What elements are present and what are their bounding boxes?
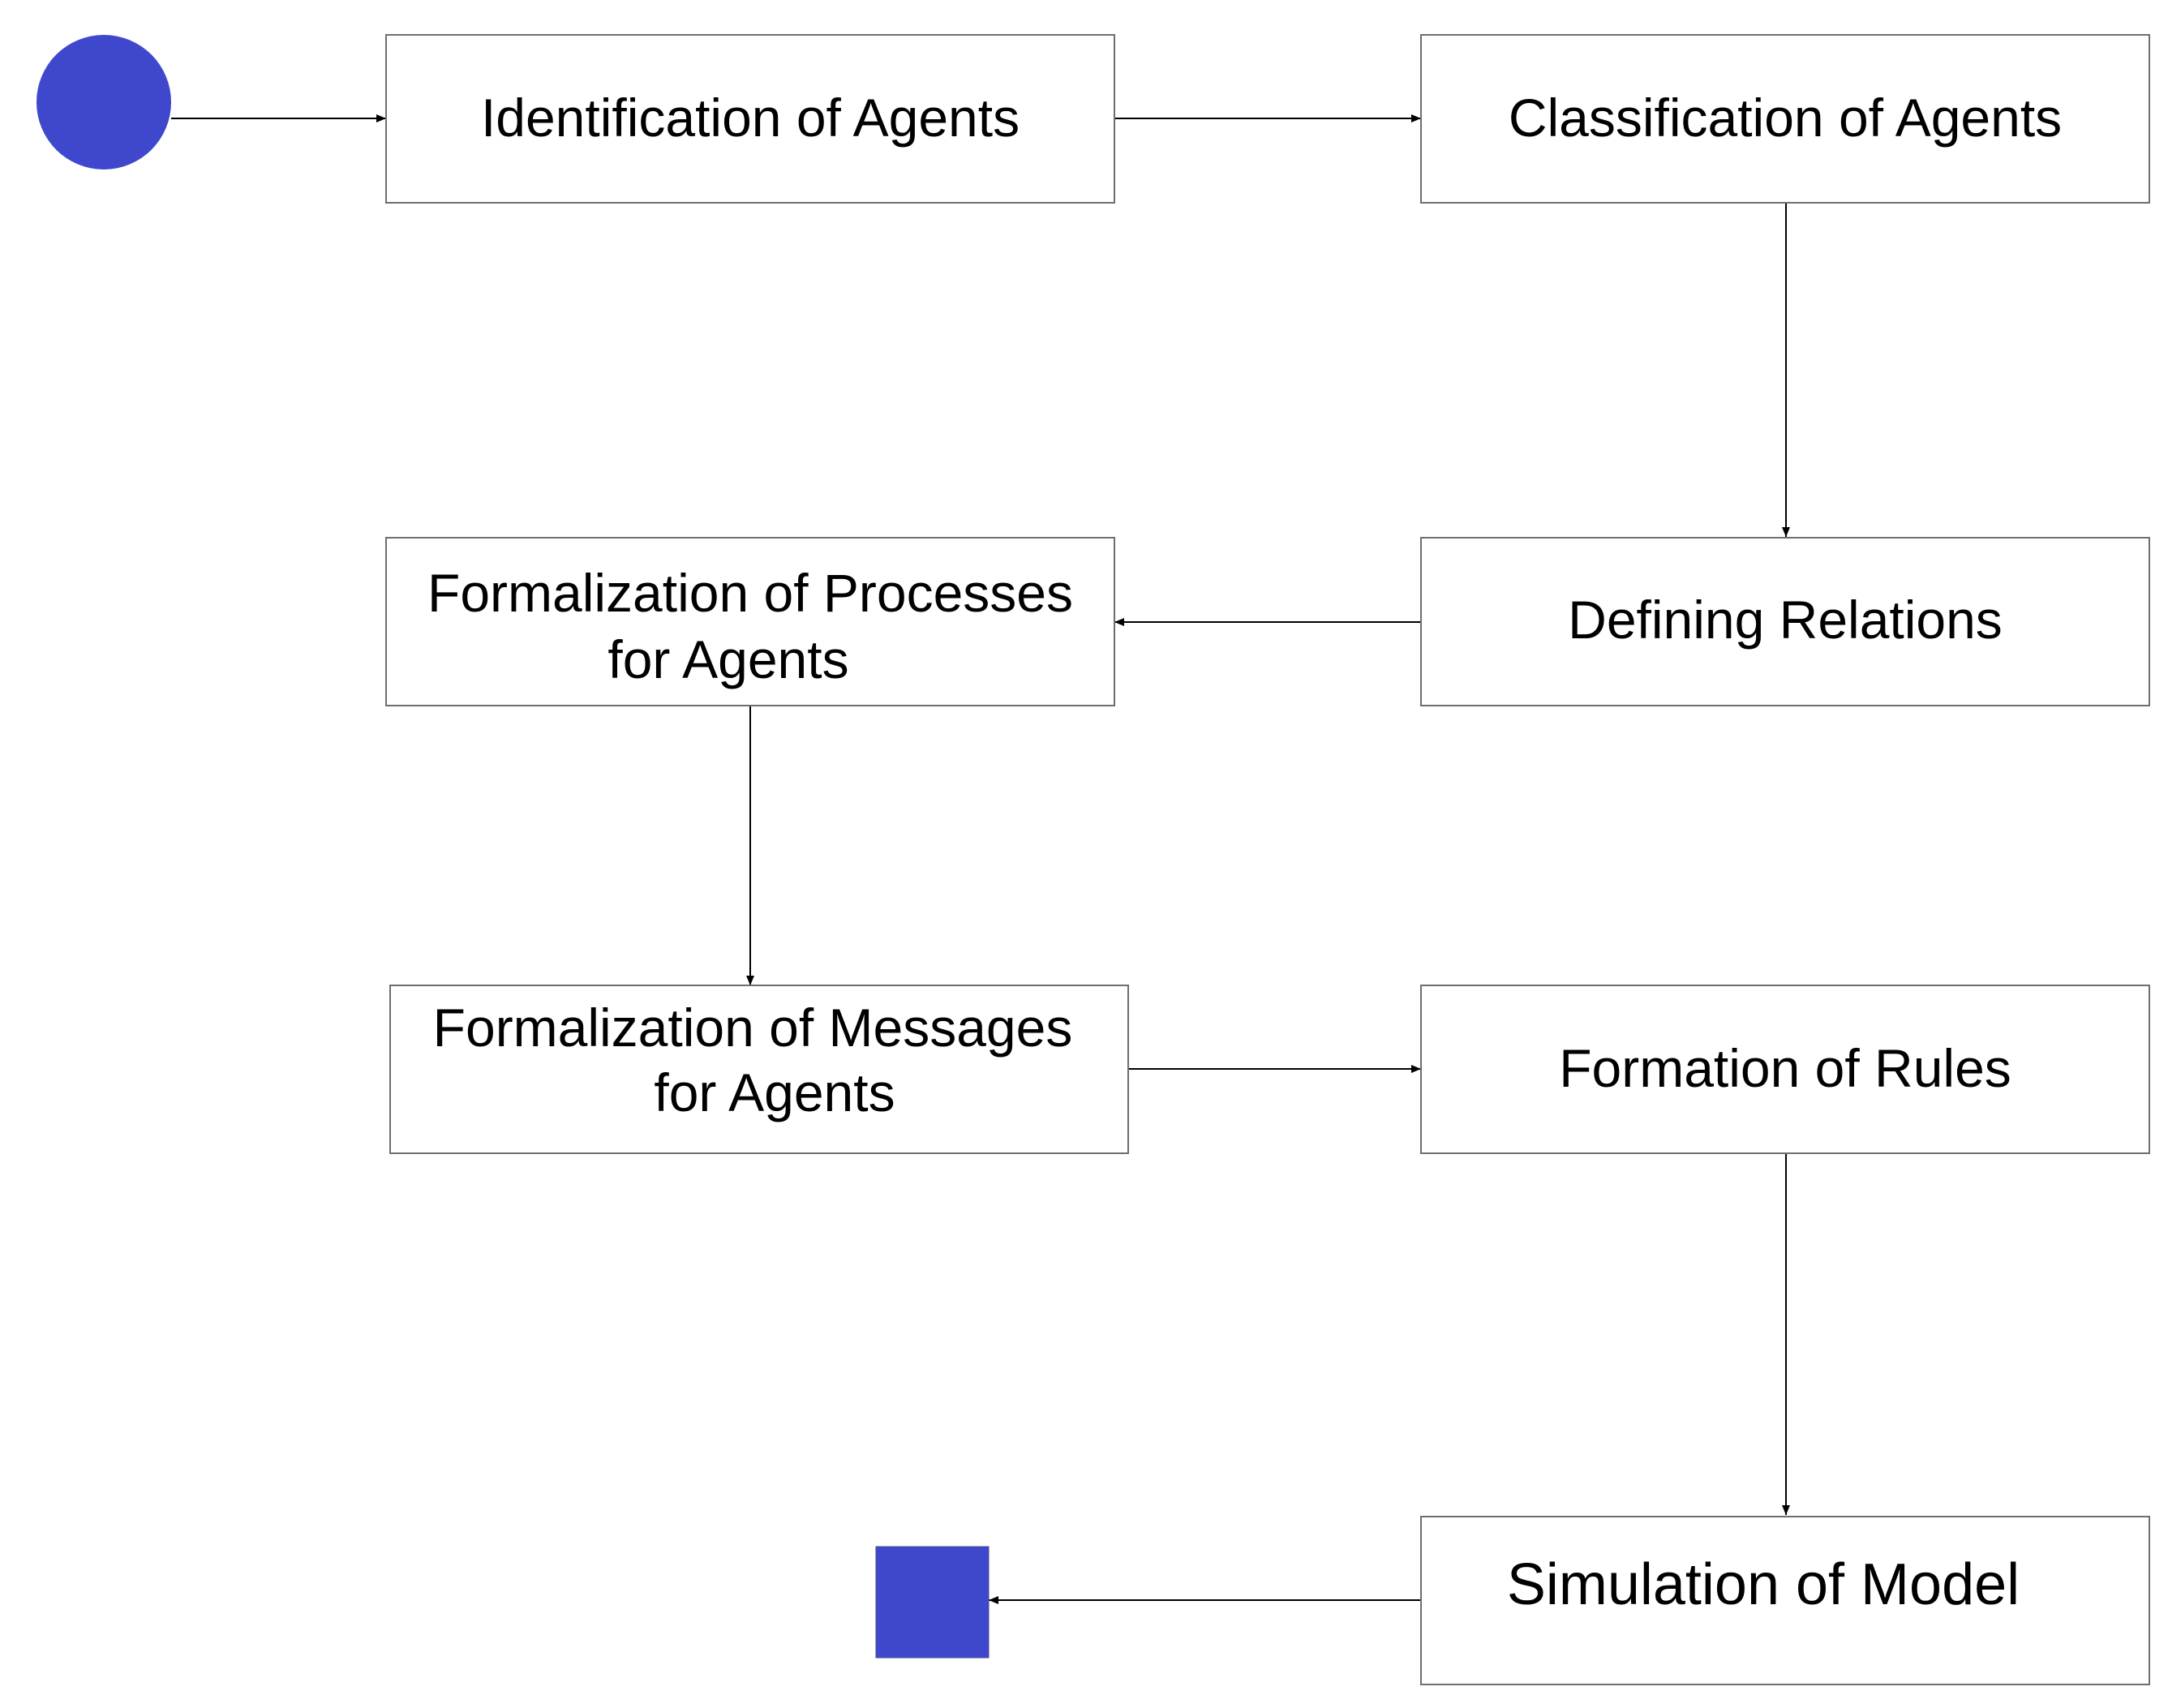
label-formalization-of-processes-line1: Formalization of Processes	[427, 563, 1073, 623]
box-defining-relations	[1420, 537, 2150, 706]
label-formalization-of-messages-line2: for Agents	[654, 1062, 895, 1122]
label-formalization-of-messages-line1: Formalization of Messages	[433, 998, 1073, 1058]
box-classification-of-agents	[1420, 34, 2150, 204]
label-defining-relations: Defining Relations	[1568, 590, 2003, 650]
box-formalization-of-messages	[389, 985, 1129, 1154]
start-node	[36, 35, 171, 170]
label-formation-of-rules: Formation of Rules	[1559, 1038, 2011, 1098]
connectors	[171, 114, 1790, 1604]
box-identification-of-agents	[385, 34, 1115, 204]
label-classification-of-agents: Classification of Agents	[1509, 88, 2062, 148]
label-formalization-of-processes-line2: for Agents	[607, 629, 848, 689]
box-simulation-of-model	[1420, 1516, 2150, 1685]
label-simulation-of-model: Simulation of Model	[1507, 1552, 2020, 1617]
box-formalization-of-processes	[385, 537, 1115, 706]
end-node	[875, 1546, 990, 1659]
label-identification-of-agents: Identification of Agents	[481, 88, 1020, 148]
process-boxes	[385, 34, 2150, 1685]
box-formation-of-rules	[1420, 985, 2150, 1154]
